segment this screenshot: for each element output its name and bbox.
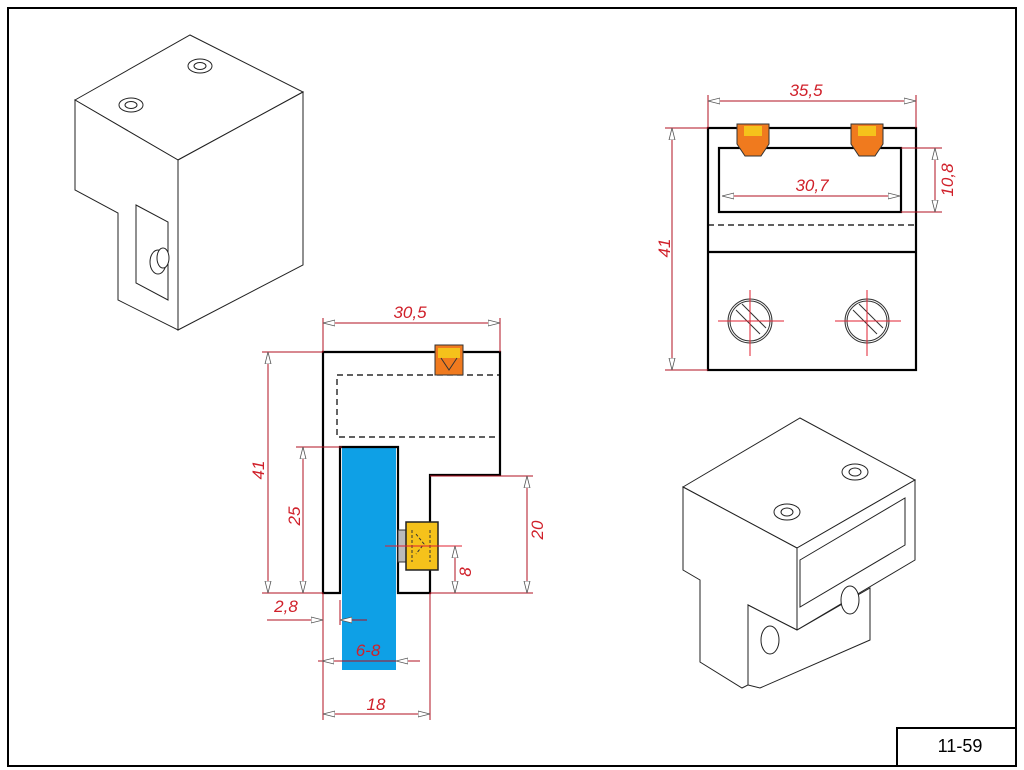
dim-lower-height: 20: [528, 520, 547, 540]
dim-height: 41: [249, 461, 268, 480]
dim-screw-height: 8: [456, 567, 475, 577]
front-view: 35,5 41 10,8 30,7: [655, 81, 957, 372]
side-view: 30,5 41 25 20 8 2,8 6-8 18: [249, 303, 547, 720]
dim-width: 30,5: [393, 303, 427, 322]
dim-glass-height: 25: [285, 506, 304, 526]
dim-front-width: 35,5: [789, 81, 823, 100]
isometric-view-1: [73, 34, 305, 331]
slotted-screw-icon: [835, 290, 901, 356]
drawing-frame: [7, 7, 1017, 767]
dim-base-width: 18: [367, 695, 386, 714]
drawing-number: 11-59: [938, 736, 983, 756]
screw-icon: [841, 463, 869, 481]
set-screw-icon: [736, 123, 770, 157]
slotted-screw-icon: [718, 290, 784, 356]
screw-icon: [187, 58, 213, 74]
screw-icon: [773, 503, 801, 521]
glass-panel: [342, 447, 396, 670]
dim-front-height: 41: [655, 239, 674, 258]
isometric-view-2: [681, 417, 917, 689]
dim-slot-width: 30,7: [795, 176, 829, 195]
dim-offset: 2,8: [273, 597, 298, 616]
set-screw-icon: [850, 123, 884, 157]
dim-glass-thickness: 6-8: [356, 641, 381, 660]
set-screw-icon: [434, 344, 464, 376]
title-block: 11-59: [896, 727, 1017, 767]
screw-icon: [118, 97, 144, 113]
dim-slot-height: 10,8: [938, 163, 957, 197]
